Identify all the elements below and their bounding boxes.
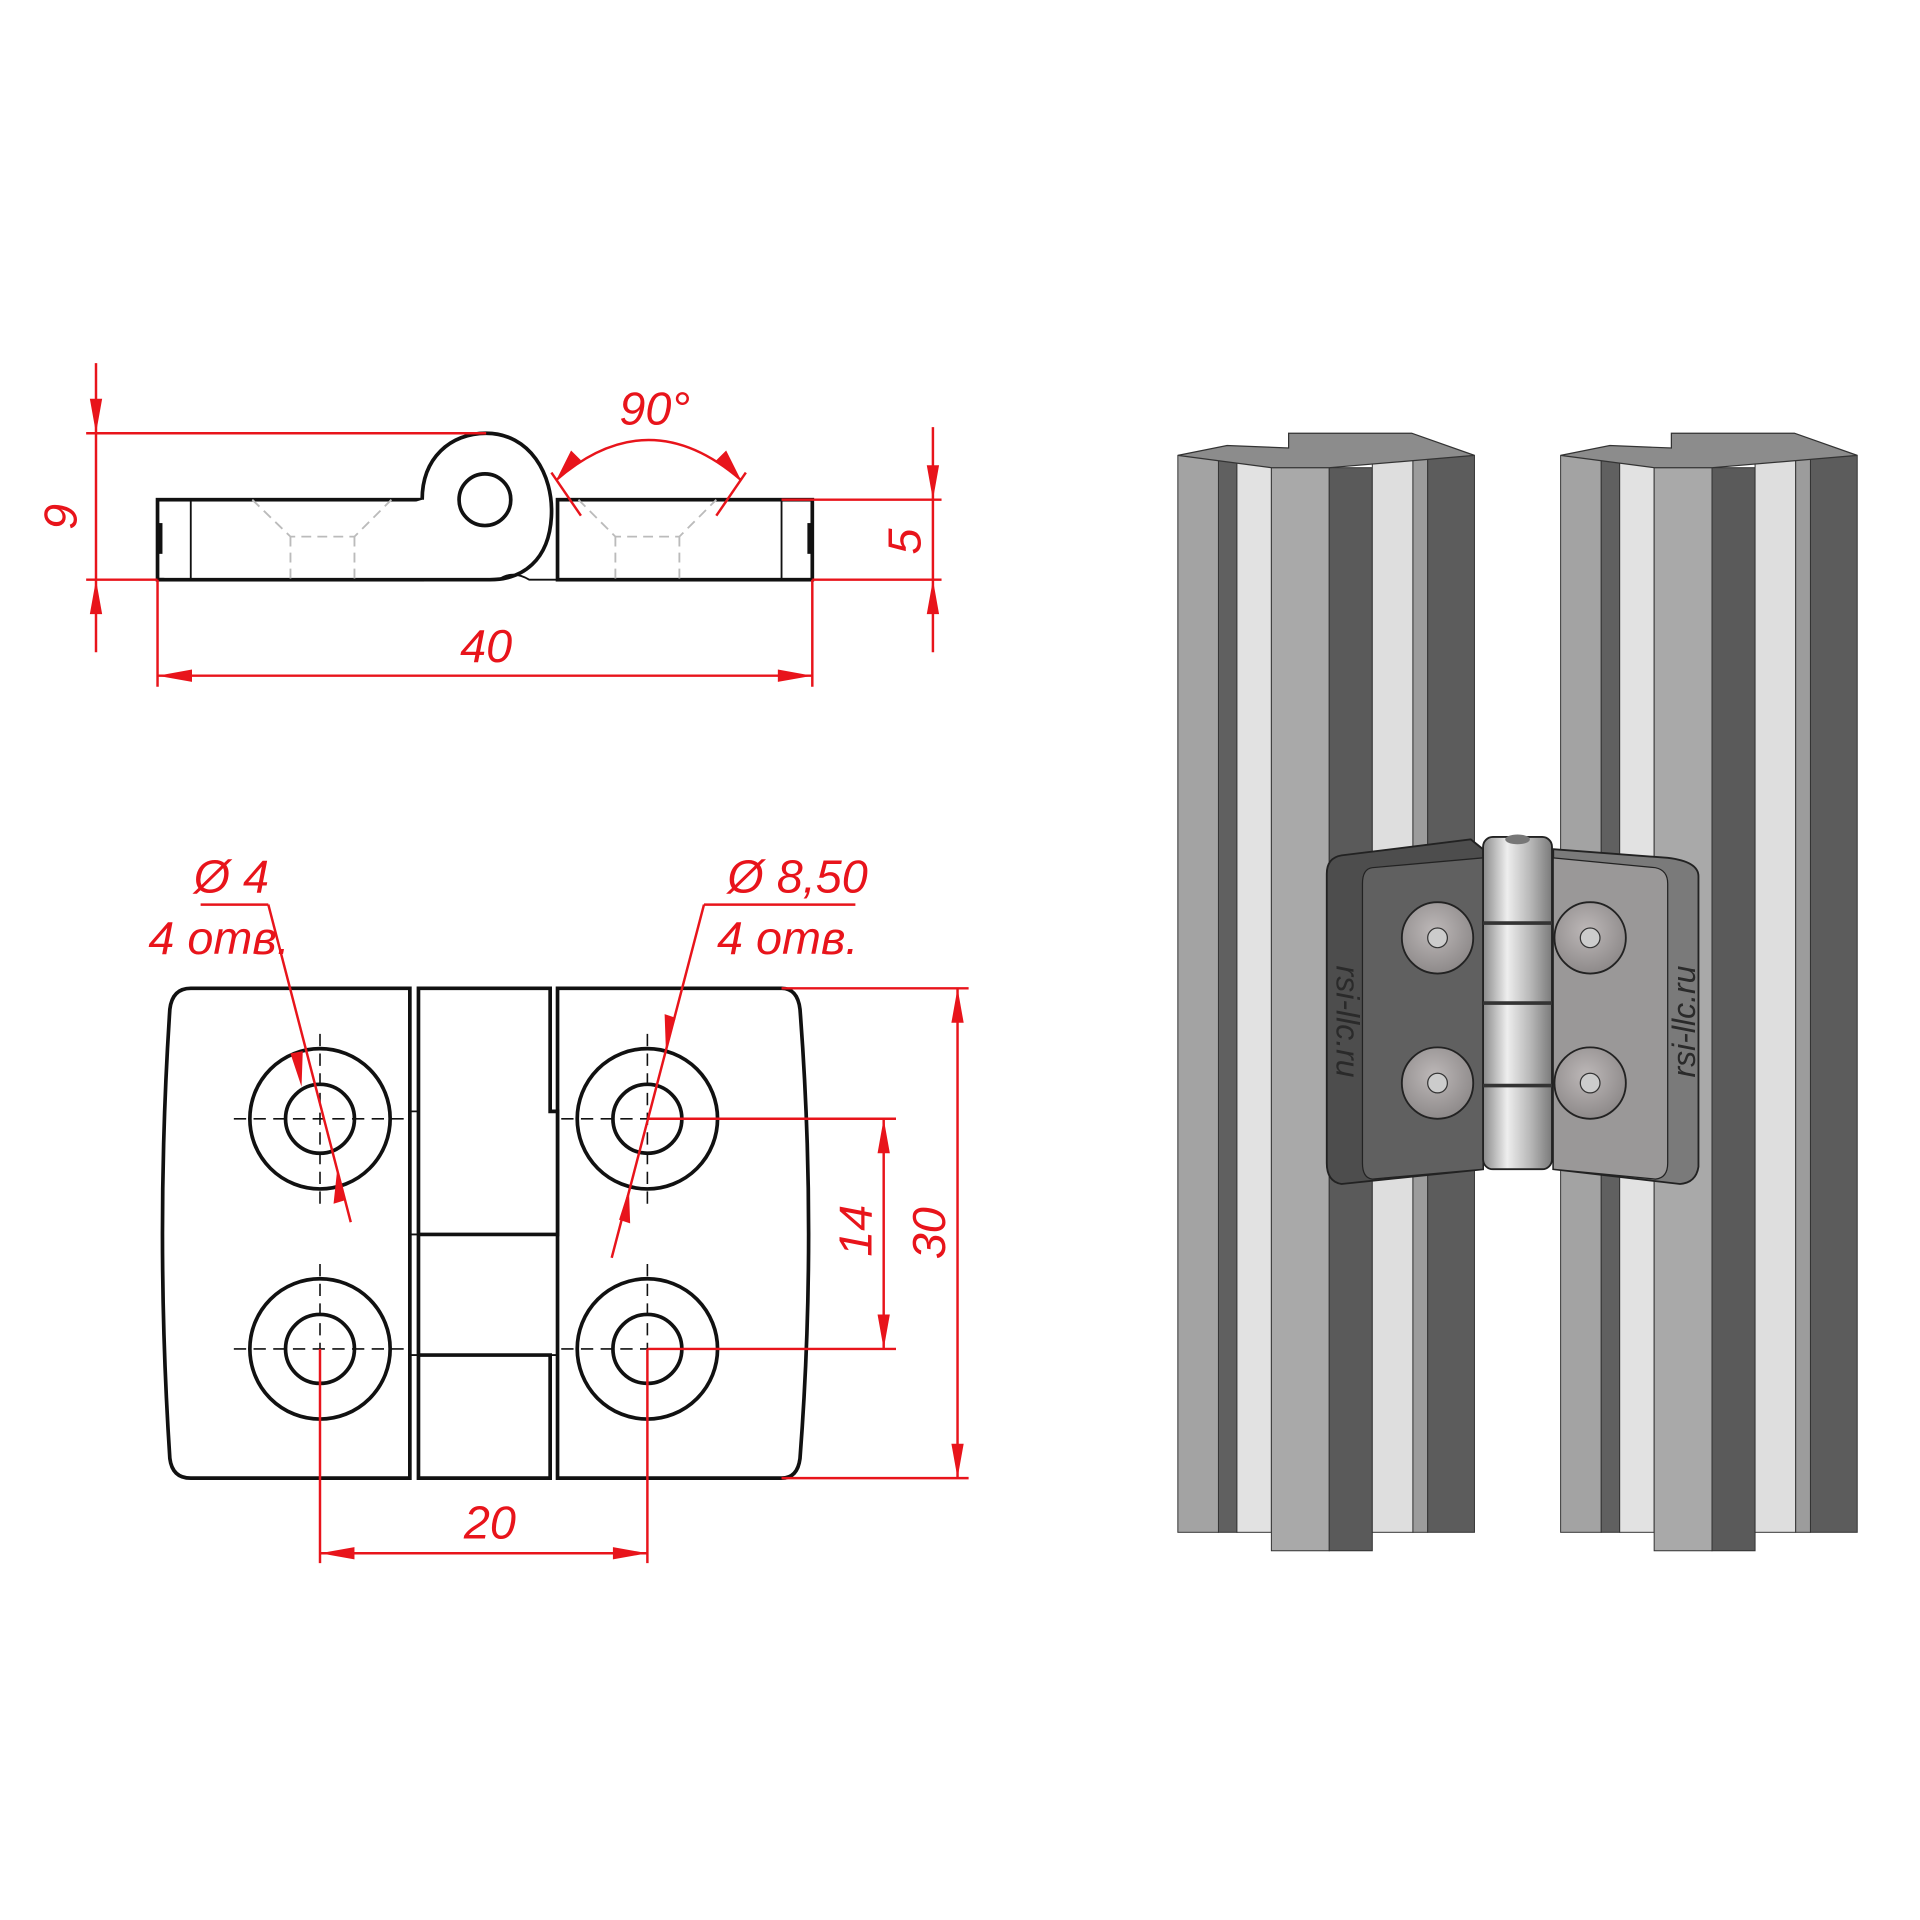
- hinge-3d: rsi-llc.ru rsi-llc.ru: [1325, 834, 1702, 1185]
- dimension-hole-spacing-14: 14: [647, 1117, 896, 1351]
- dimension-angle-90: 90°: [550, 383, 747, 517]
- profile-face: [1217, 454, 1238, 1533]
- render-3d: rsi-llc.ru rsi-llc.ru: [1177, 432, 1858, 1552]
- profile-top-face: [1177, 432, 1475, 469]
- profile-face: [1177, 454, 1219, 1533]
- dim-label-5: 5: [879, 528, 931, 555]
- counterbore-diameter-label: Ø 8,50: [725, 850, 867, 902]
- dimension-thickness-5: 5: [781, 427, 942, 653]
- plan-view: Ø 4 4 отв. Ø 8,50 4 отв. 20 14: [148, 850, 969, 1564]
- profile-face: [1711, 467, 1756, 1552]
- counterbore-count-label: 4 отв.: [717, 912, 858, 964]
- dimension-length-40: 40: [156, 579, 814, 687]
- profile-face: [1809, 454, 1858, 1533]
- knuckle-outline: [157, 431, 554, 582]
- dim-label-9: 9: [34, 504, 86, 530]
- hinge-screws: [1400, 901, 1627, 1120]
- dim-label-90: 90°: [619, 383, 690, 435]
- profile-face: [1754, 454, 1797, 1533]
- small-hole-diameter-label: Ø 4: [192, 850, 269, 902]
- countersink-hidden-right: [577, 499, 717, 580]
- small-hole-count-label: 4 отв.: [148, 912, 289, 964]
- dimension-width-30: 30: [781, 987, 969, 1480]
- profile-face: [1270, 467, 1330, 1552]
- knuckle-joint: [497, 573, 558, 581]
- front-view: 9 5 40 90°: [34, 363, 942, 687]
- pin-hole: [457, 472, 513, 528]
- profile-face: [1795, 454, 1811, 1533]
- countersink-hidden-left: [251, 499, 393, 580]
- dim-label-20: 20: [463, 1496, 516, 1548]
- dimension-height-9: 9: [34, 363, 487, 653]
- leader-counterbore: Ø 8,50 4 отв.: [610, 850, 868, 1259]
- profile-face: [1236, 454, 1272, 1533]
- brand-text-left: rsi-llc.ru: [1330, 966, 1366, 1078]
- dim-label-40: 40: [460, 620, 512, 672]
- dimension-hole-spacing-20: 20: [318, 1348, 649, 1564]
- dim-label-30: 30: [903, 1207, 955, 1259]
- knuckle-strip: [416, 986, 560, 1480]
- dim-label-14: 14: [829, 1205, 881, 1257]
- leader-small-hole: Ø 4 4 отв.: [148, 850, 352, 1223]
- brand-text-right: rsi-llc.ru: [1666, 965, 1702, 1077]
- right-leaf-side: [555, 497, 815, 582]
- profile-top-face: [1560, 432, 1858, 469]
